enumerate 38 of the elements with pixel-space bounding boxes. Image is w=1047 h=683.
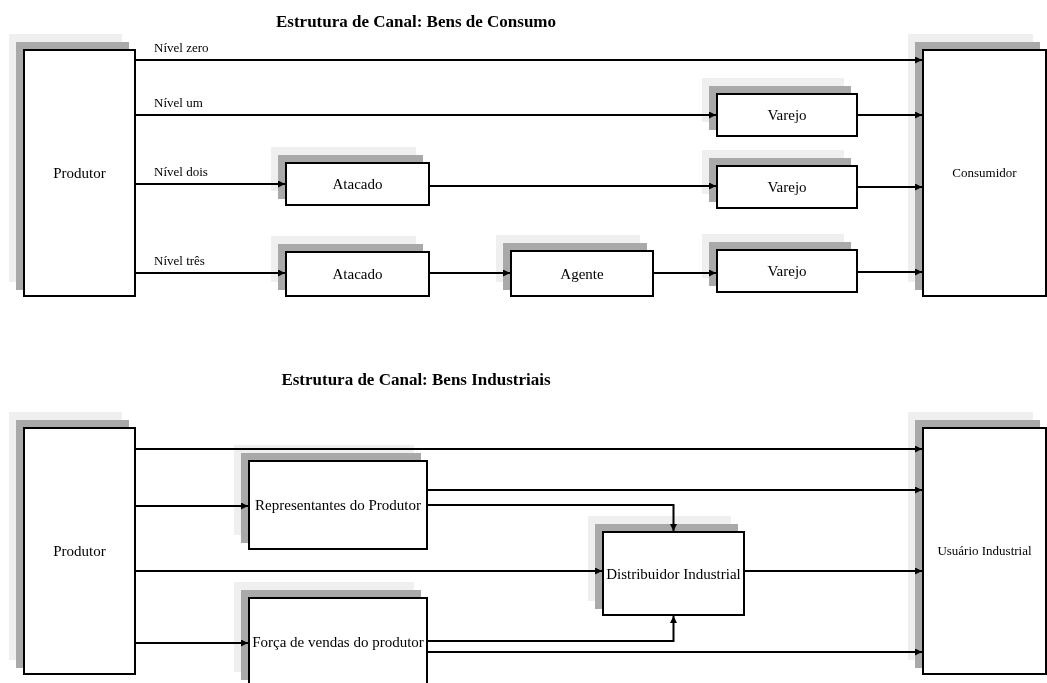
arrow — [427, 615, 677, 642]
arrow — [135, 639, 249, 647]
arrow — [857, 268, 923, 276]
box-label: Varejo — [767, 106, 807, 125]
diagram-heading: Estrutura de Canal: Bens de Consumo — [274, 12, 558, 32]
box-label: Consumidor — [952, 163, 1017, 182]
edge-label: Nível dois — [154, 164, 208, 180]
box-label: Distribuidor Industrial — [606, 564, 741, 584]
box-label: Agente — [560, 264, 604, 284]
box-label: Varejo — [767, 262, 807, 281]
box-label: Produtor — [53, 164, 106, 183]
edge-label: Nível zero — [154, 40, 209, 56]
arrow — [429, 182, 717, 190]
box-label: Força de vendas do produtor — [252, 633, 424, 652]
arrow — [744, 567, 923, 575]
box-label: Varejo — [767, 178, 807, 197]
arrow — [427, 486, 923, 494]
arrow — [857, 111, 923, 119]
arrow — [429, 269, 511, 277]
box-label: Atacado — [332, 175, 383, 194]
arrow — [135, 502, 249, 510]
arrow — [427, 504, 677, 532]
box-label: Usuário Industrial — [937, 542, 1032, 560]
arrow — [135, 56, 923, 64]
arrow — [857, 183, 923, 191]
arrow — [653, 269, 717, 277]
arrow — [135, 180, 286, 188]
box-label: Representantes do Produtor — [255, 496, 421, 515]
arrow — [135, 269, 286, 277]
arrow — [135, 445, 923, 453]
arrow — [135, 111, 717, 119]
box-label: Atacado — [332, 265, 383, 284]
diagram-heading: Estrutura de Canal: Bens Industriais — [280, 370, 552, 390]
arrow — [135, 567, 603, 575]
edge-label: Nível três — [154, 253, 205, 269]
edge-label: Nível um — [154, 95, 203, 111]
box-label: Produtor — [53, 542, 106, 561]
arrow — [427, 648, 923, 656]
